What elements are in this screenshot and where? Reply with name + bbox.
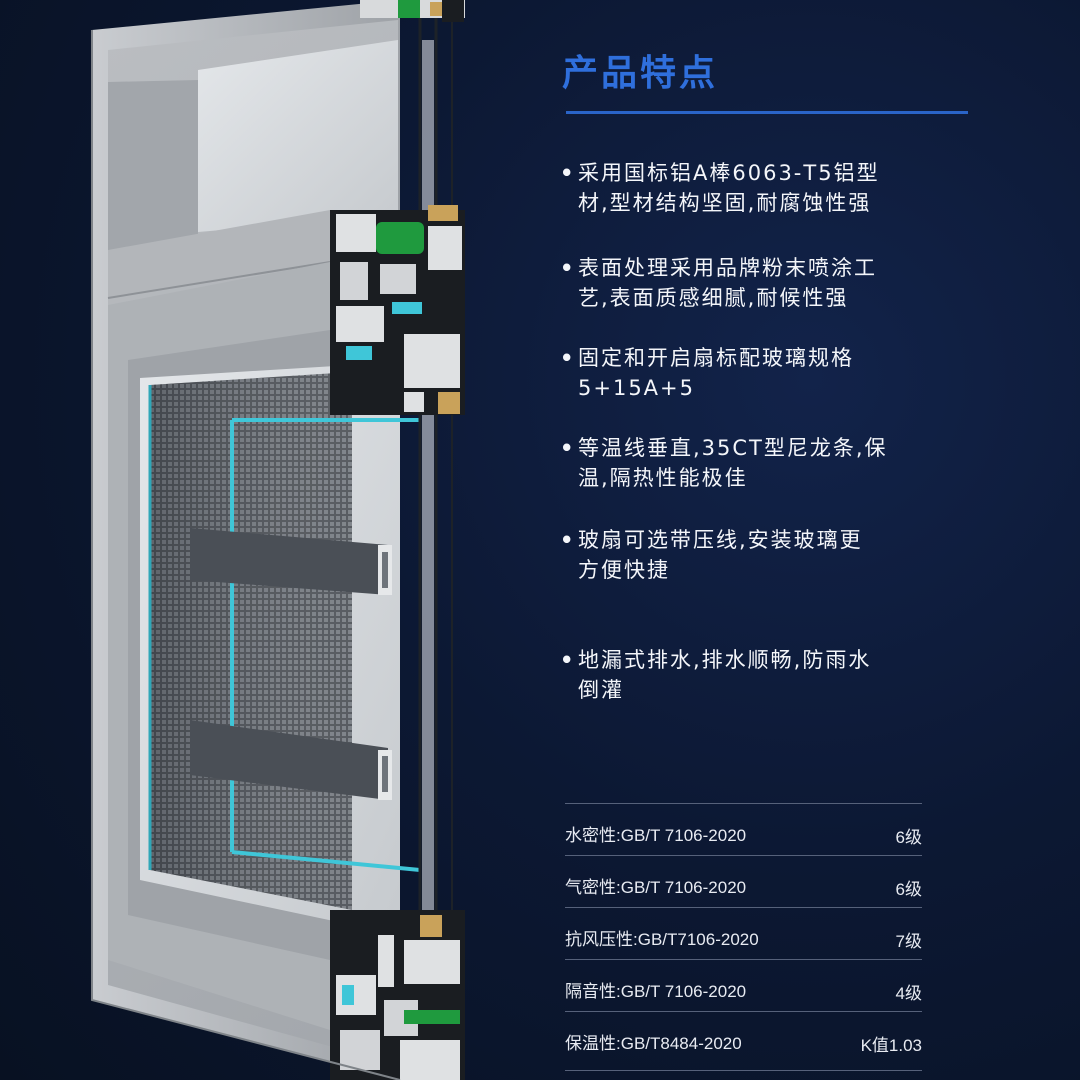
- transom-recess: [108, 80, 198, 250]
- top-profile-section: [360, 0, 465, 22]
- feature-text: 等温线垂直,35CT型尼龙条,保 温,隔热性能极佳: [578, 433, 940, 493]
- screen-bar-upper: [190, 528, 388, 595]
- transom-sill: [108, 210, 330, 298]
- section-heading: 产品特点: [562, 53, 719, 94]
- feature-item-insulation: • 等温线垂直,35CT型尼龙条,保 温,隔热性能极佳: [560, 433, 940, 493]
- bottom-profile-section: [330, 910, 465, 1080]
- spec-value: 7级: [895, 932, 922, 951]
- feature-text: 表面处理采用品牌粉末喷涂工 艺,表面质感细腻,耐候性强: [578, 253, 940, 313]
- feature-line: 方便快捷: [578, 558, 670, 582]
- feature-item-material: • 采用国标铝A棒6063-T5铝型 材,型材结构坚固,耐腐蚀性强: [560, 158, 940, 218]
- feature-line: 采用国标铝A棒6063-T5铝型: [578, 161, 880, 185]
- spec-value: 4级: [895, 984, 922, 1003]
- heading-underline: [566, 111, 968, 114]
- feature-text: 采用国标铝A棒6063-T5铝型 材,型材结构坚固,耐腐蚀性强: [578, 158, 940, 218]
- feature-text: 固定和开启扇标配玻璃规格 5+15A+5: [578, 343, 940, 403]
- performance-specs-table: 水密性:GB/T 7106-2020 6级 气密性:GB/T 7106-2020…: [565, 803, 922, 1071]
- middle-profile-section: [330, 205, 465, 415]
- feature-line: 等温线垂直,35CT型尼龙条,保: [578, 436, 888, 460]
- spec-label: 抗风压性:GB/T7106-2020: [565, 930, 759, 949]
- feature-item-sash: • 玻扇可选带压线,安装玻璃更 方便快捷: [560, 525, 940, 585]
- spec-row-air-tightness: 气密性:GB/T 7106-2020 6级: [565, 855, 922, 907]
- spec-label: 保温性:GB/T8484-2020: [565, 1034, 742, 1053]
- bullet-icon: •: [560, 528, 576, 552]
- feature-text: 地漏式排水,排水顺畅,防雨水 倒灌: [578, 645, 940, 705]
- bullet-icon: •: [560, 648, 576, 672]
- bullet-icon: •: [560, 346, 576, 370]
- spec-value: K值1.03: [860, 1036, 922, 1055]
- spec-row-sound-insulation: 隔音性:GB/T 7106-2020 4级: [565, 959, 922, 1011]
- bullet-icon: •: [560, 161, 576, 185]
- screen-bar-lower: [190, 720, 388, 800]
- feature-line: 地漏式排水,排水顺畅,防雨水: [578, 648, 872, 672]
- feature-item-surface: • 表面处理采用品牌粉末喷涂工 艺,表面质感细腻,耐候性强: [560, 253, 940, 313]
- spec-row-water-tightness: 水密性:GB/T 7106-2020 6级: [565, 803, 922, 855]
- spec-label: 隔音性:GB/T 7106-2020: [565, 982, 747, 1001]
- feature-line: 材,型材结构坚固,耐腐蚀性强: [578, 191, 872, 215]
- feature-item-drainage: • 地漏式排水,排水顺畅,防雨水 倒灌: [560, 645, 940, 705]
- bullet-icon: •: [560, 256, 576, 280]
- feature-line: 固定和开启扇标配玻璃规格: [578, 346, 854, 370]
- feature-item-glass: • 固定和开启扇标配玻璃规格 5+15A+5: [560, 343, 940, 403]
- feature-line: 5+15A+5: [578, 376, 696, 400]
- feature-line: 艺,表面质感细腻,耐候性强: [578, 286, 849, 310]
- feature-text: 玻扇可选带压线,安装玻璃更 方便快捷: [578, 525, 940, 585]
- spec-label: 水密性:GB/T 7106-2020: [565, 826, 747, 845]
- feature-line: 表面处理采用品牌粉末喷涂工: [578, 256, 877, 280]
- feature-line: 玻扇可选带压线,安装玻璃更: [578, 528, 863, 552]
- bullet-icon: •: [560, 436, 576, 460]
- transom-glass: [198, 40, 398, 232]
- feature-line: 倒灌: [578, 678, 624, 702]
- spec-row-wind-pressure: 抗风压性:GB/T7106-2020 7级: [565, 907, 922, 959]
- spec-value: 6级: [895, 828, 922, 847]
- spec-value: 6级: [895, 880, 922, 899]
- feature-line: 温,隔热性能极佳: [578, 466, 748, 490]
- window-cross-section-illustration: [91, 0, 465, 1080]
- spec-label: 气密性:GB/T 7106-2020: [565, 878, 747, 897]
- spec-row-thermal-insulation: 保温性:GB/T8484-2020 K值1.03: [565, 1011, 922, 1071]
